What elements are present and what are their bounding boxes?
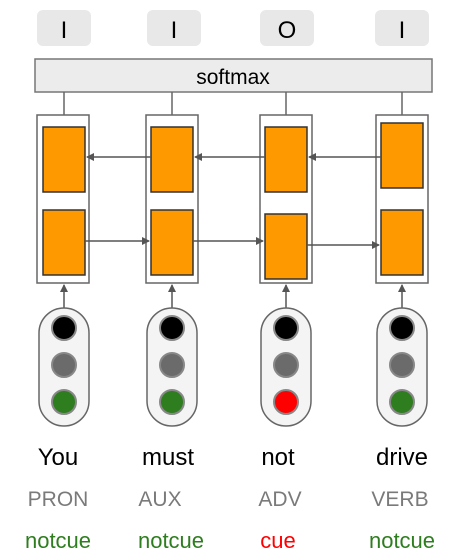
- black-light-icon: [273, 315, 299, 341]
- cue-label-1: notcue: [138, 528, 204, 553]
- tag-label-0: I: [61, 17, 68, 44]
- word-3: drive: [376, 444, 428, 471]
- backward-cell-3: [380, 122, 424, 189]
- input-words: You must not drive: [38, 444, 428, 471]
- black-light-icon: [389, 315, 415, 341]
- input-arrows: [60, 284, 406, 308]
- forward-cell-3: [380, 209, 424, 276]
- tag-label-3: I: [399, 17, 406, 44]
- backward-cell-0: [42, 126, 86, 193]
- tag-box-3: [375, 10, 429, 46]
- tag-label-2: O: [278, 17, 297, 44]
- green-light-icon: [159, 389, 185, 415]
- tag-box-0: [37, 10, 91, 46]
- green-light-icon: [389, 389, 415, 415]
- softmax-layer: softmax: [34, 58, 433, 93]
- gray-light-icon: [159, 352, 185, 378]
- pos-tags: PRON AUX ADV VERB: [28, 488, 429, 511]
- word-0: You: [38, 444, 79, 471]
- gray-light-icon: [51, 352, 77, 378]
- red-light-icon: [273, 389, 299, 415]
- traffic-light-3: [376, 307, 428, 427]
- traffic-light-0: [38, 307, 90, 427]
- black-light-icon: [51, 315, 77, 341]
- word-1: must: [142, 444, 194, 471]
- forward-cell-2: [264, 213, 308, 280]
- traffic-light-1: [146, 307, 198, 427]
- forward-arrows: [85, 237, 380, 249]
- pos-tag-1: AUX: [138, 488, 181, 511]
- softmax-box: [34, 58, 433, 93]
- pos-tag-0: PRON: [28, 488, 89, 511]
- forward-cell-1: [150, 209, 194, 276]
- backward-cell-1: [150, 126, 194, 193]
- pos-tag-3: VERB: [371, 488, 428, 511]
- backward-cell-2: [264, 126, 308, 193]
- tag-box-1: [147, 10, 201, 46]
- green-light-icon: [51, 389, 77, 415]
- tag-label-1: I: [171, 17, 178, 44]
- word-2: not: [261, 444, 295, 471]
- gray-light-icon: [273, 352, 299, 378]
- tag-box-2: [260, 10, 314, 46]
- cue-labels: notcue notcue cue notcue: [25, 528, 435, 553]
- softmax-label: softmax: [196, 66, 270, 89]
- forward-cell-0: [42, 209, 86, 276]
- black-light-icon: [159, 315, 185, 341]
- cue-label-3: notcue: [369, 528, 435, 553]
- softmax-connectors: [63, 92, 403, 115]
- pos-tag-2: ADV: [258, 488, 301, 511]
- cue-label-2: cue: [260, 528, 295, 553]
- cue-label-0: notcue: [25, 528, 91, 553]
- traffic-light-2: [260, 307, 312, 427]
- output-tags: I I O I: [37, 10, 429, 46]
- lstm-columns: [36, 114, 429, 284]
- gray-light-icon: [389, 352, 415, 378]
